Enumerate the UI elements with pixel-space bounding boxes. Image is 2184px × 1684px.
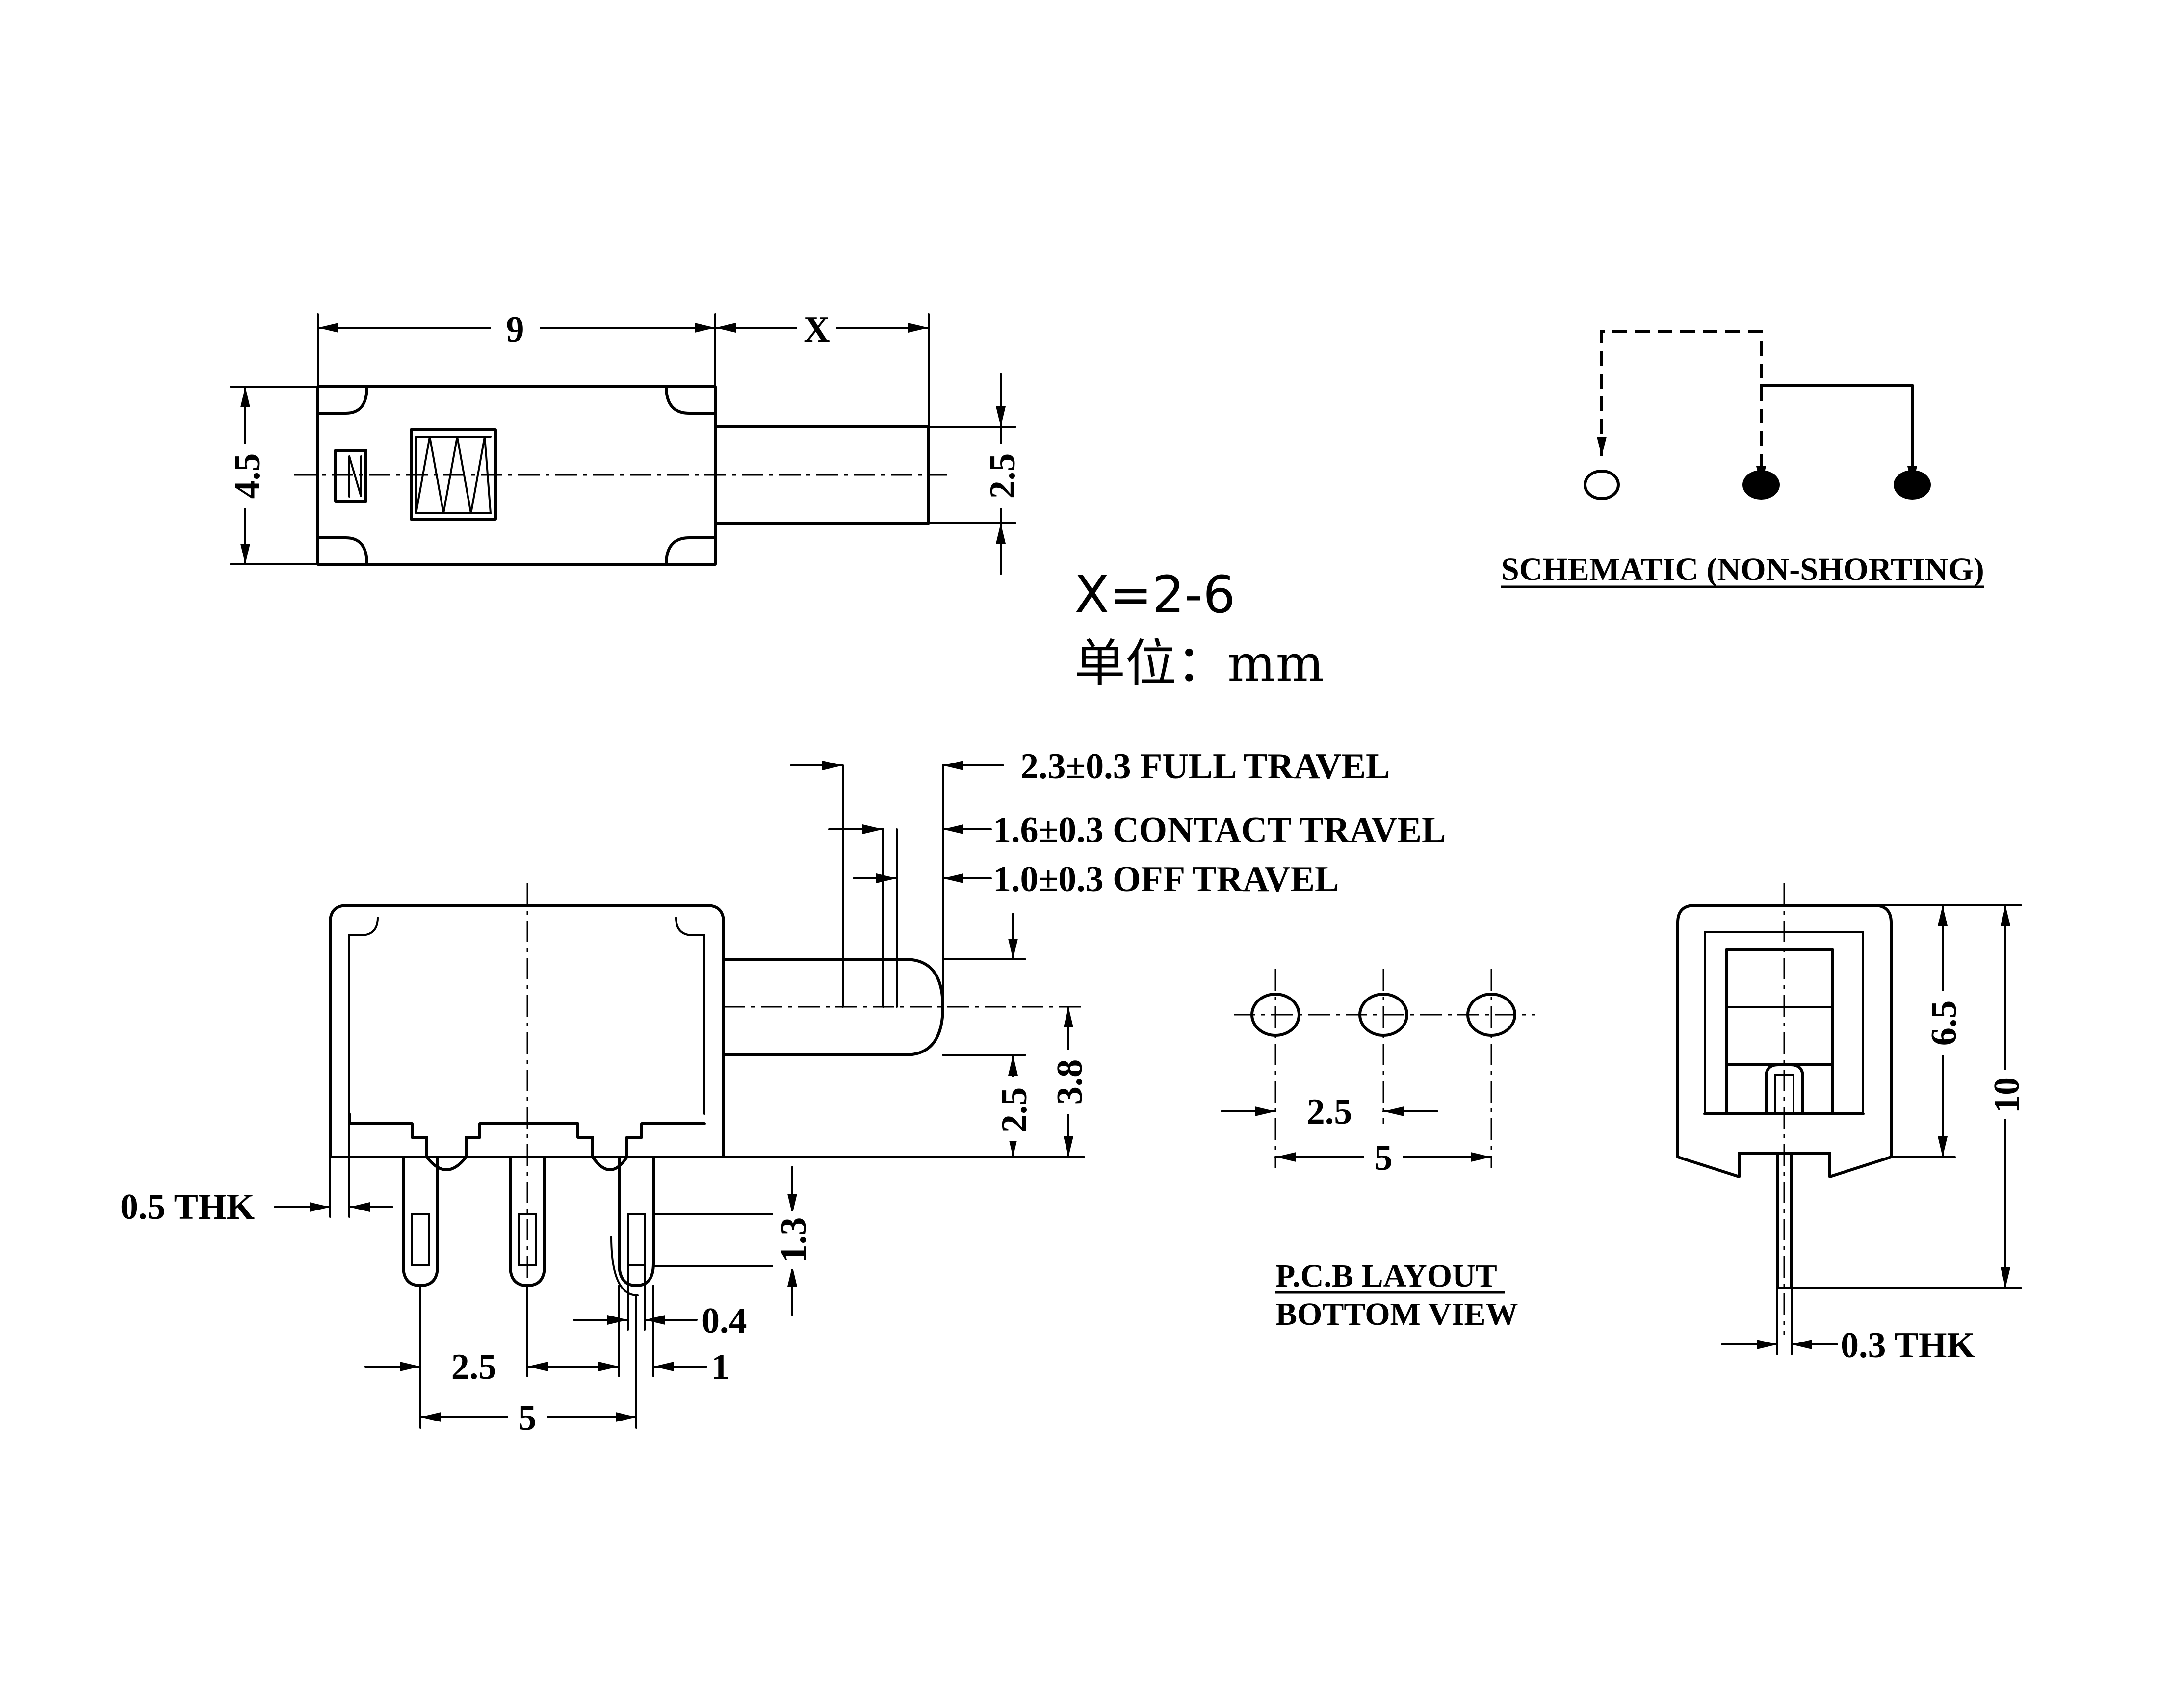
full-travel-label: 2.3±0.3 FULL TRAVEL bbox=[1020, 746, 1390, 787]
dim-body-height: 4.5 bbox=[227, 453, 267, 499]
dim-pin-length: 1.3 bbox=[774, 1217, 814, 1263]
unit-note: 单位：mm bbox=[1074, 633, 1324, 693]
dim-actuator: X bbox=[804, 310, 830, 350]
end-thickness-label: 0.3 THK bbox=[1841, 1325, 1975, 1366]
schematic-closed-contact-2 bbox=[1894, 470, 1931, 500]
pcb-layout: 2.5 5 P.C.B LAYOUT BOTTOM VIEW bbox=[1221, 969, 1535, 1332]
schematic-open-contact bbox=[1584, 470, 1620, 500]
side-view: 2.3±0.3 FULL TRAVEL 1.6±0.3 CONTACT TRAV… bbox=[120, 746, 1446, 1438]
pcb-caption-line2: BOTTOM VIEW bbox=[1275, 1296, 1518, 1332]
off-travel-label: 1.0±0.3 OFF TRAVEL bbox=[993, 859, 1339, 899]
top-slot-mark bbox=[348, 455, 362, 498]
spring-zigzag bbox=[415, 436, 492, 514]
end-pin bbox=[1776, 1152, 1793, 1289]
side-body-inner bbox=[348, 917, 705, 1115]
schematic-dashed-link bbox=[1600, 330, 1763, 483]
dim-pcb-span: 5 bbox=[1375, 1138, 1393, 1178]
schematic-caption: SCHEMATIC (NON-SHORTING) bbox=[1501, 552, 1984, 587]
dim-pcb-pitch: 2.5 bbox=[1307, 1092, 1352, 1132]
dim-body-length: 9 bbox=[506, 310, 524, 350]
top-view: 9 X 4.5 2.5 bbox=[226, 308, 1023, 575]
dim-pin-width: 0.4 bbox=[702, 1301, 747, 1341]
schematic-closed-contact-1 bbox=[1742, 470, 1780, 500]
dim-end-total: 10 bbox=[1987, 1077, 2027, 1113]
pin-3 bbox=[618, 1156, 655, 1287]
dim-actuator-top: 3.8 bbox=[1050, 1059, 1090, 1105]
x-range-note: X=2-6 bbox=[1074, 565, 1235, 625]
pcb-caption-line1: P.C.B LAYOUT bbox=[1275, 1258, 1497, 1294]
spring-box bbox=[410, 428, 497, 521]
contact-travel-label: 1.6±0.3 CONTACT TRAVEL bbox=[993, 810, 1446, 850]
top-slot bbox=[334, 449, 367, 503]
end-view: 6.5 10 0.3 THK bbox=[1676, 883, 2027, 1366]
dim-side-span: 5 bbox=[519, 1398, 537, 1438]
side-actuator bbox=[722, 958, 944, 1056]
side-body-bottom-steps bbox=[348, 1112, 706, 1158]
schematic: SCHEMATIC (NON-SHORTING) bbox=[1501, 330, 1984, 588]
top-corner-notches bbox=[316, 385, 717, 566]
dim-end-body: 6.5 bbox=[1924, 1000, 1964, 1046]
schematic-solid-link bbox=[1760, 384, 1914, 487]
dim-actuator-center: 2.5 bbox=[994, 1087, 1035, 1133]
side-body-outer bbox=[329, 904, 725, 1158]
side-thickness-label: 0.5 THK bbox=[120, 1187, 255, 1227]
dim-side-offset: 1 bbox=[711, 1347, 729, 1387]
dim-side-pitch: 2.5 bbox=[451, 1347, 497, 1387]
dim-actuator-height: 2.5 bbox=[983, 453, 1023, 499]
